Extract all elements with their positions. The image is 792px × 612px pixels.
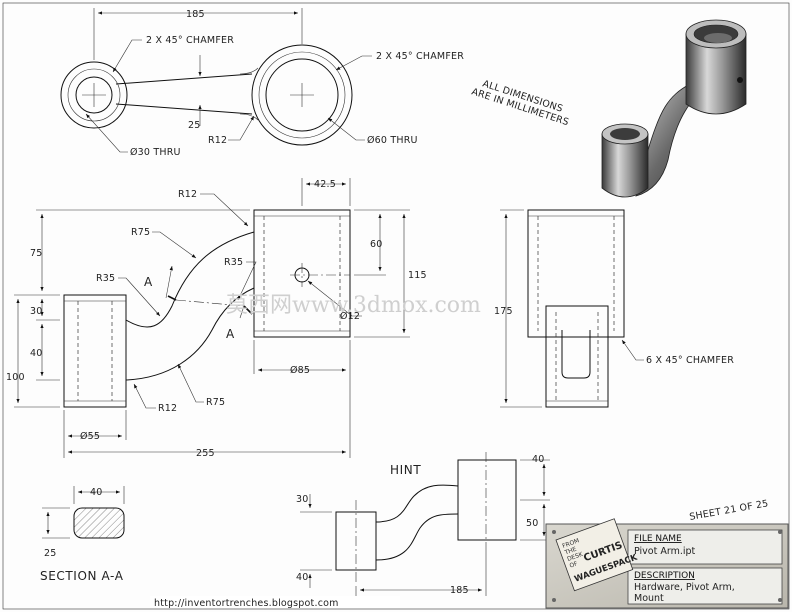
section-label-a-right: A <box>226 327 235 341</box>
large-boss-chamfer <box>258 51 346 139</box>
hint-dim-40-bottom: 40 <box>296 572 309 583</box>
hint-dim-185: 185 <box>450 585 469 596</box>
small-boss-chamfer <box>67 68 121 122</box>
side-view: 175 6 X 45° CHAMFER <box>494 209 734 408</box>
isometric-render <box>601 19 747 198</box>
front-view: A A R12 R75 R35 R35 R12 R75 75 30 40 100 <box>6 178 427 459</box>
sheet-number: SHEET 21 OF 25 <box>689 498 770 523</box>
dim-arm-25: 25 <box>188 120 201 131</box>
fillet-r12-upper: R12 <box>178 189 197 200</box>
hint-dim-30: 30 <box>296 494 309 505</box>
radius-r35-left: R35 <box>96 273 115 284</box>
section-view: 40 25 SECTION A-A <box>40 486 125 583</box>
section-dim-40: 40 <box>90 487 103 498</box>
description-label: DESCRIPTION <box>634 571 695 581</box>
iso-small-cylinder <box>601 133 649 198</box>
dim-30: 30 <box>30 306 43 317</box>
stamp-line4: OF <box>569 560 580 570</box>
hint-arm-upper <box>375 484 459 523</box>
fillet-r12-lower: R12 <box>158 403 177 414</box>
description-panel <box>627 567 783 605</box>
dim-100: 100 <box>6 372 25 383</box>
dim-40: 40 <box>30 348 43 359</box>
radius-r75-lower: R75 <box>206 397 225 408</box>
hint-dim-40-top: 40 <box>532 454 545 465</box>
units-note: ALL DIMENSIONS ARE IN MILLIMETERS <box>470 78 570 128</box>
dim-42-5: 42.5 <box>314 179 336 190</box>
dim-185: 185 <box>186 9 205 20</box>
source-url: http://inventortrenches.blogspot.com <box>154 598 339 609</box>
chamfer-note-right: 2 X 45° CHAMFER <box>376 51 464 62</box>
radius-r35-right: R35 <box>224 257 243 268</box>
chamfer-note-left: 2 X 45° CHAMFER <box>146 35 234 46</box>
small-hole <box>75 76 113 114</box>
dim-55: Ø55 <box>80 431 100 442</box>
section-title: SECTION A-A <box>40 569 124 583</box>
stamp-line2: THE <box>563 546 578 557</box>
section-label-a-left: A <box>144 275 153 289</box>
radius-r75-upper: R75 <box>131 227 150 238</box>
file-name-value: Pivot Arm.ipt <box>634 546 696 557</box>
dim-hole-12: Ø12 <box>340 311 360 322</box>
small-boss-outer <box>60 61 128 129</box>
large-boss-outer <box>251 44 353 146</box>
dim-75: 75 <box>30 248 43 259</box>
hole-note-large: Ø60 THRU <box>367 135 418 146</box>
top-view: 185 2 X 45° CHAMFER 2 X 45° CHAMFER 25 R… <box>60 8 464 158</box>
description-value-line2: Mount <box>634 593 664 604</box>
dim-60: 60 <box>370 239 383 250</box>
dim-85: Ø85 <box>290 365 310 376</box>
author-stamp: FROM THE DESK OF CURTIS WAGUESPACK <box>555 518 639 592</box>
fillet-r12-top: R12 <box>208 135 227 146</box>
front-large-cylinder <box>253 209 351 338</box>
section-profile <box>73 507 125 539</box>
chamfer-note-side: 6 X 45° CHAMFER <box>646 355 734 366</box>
arm-curve-lower <box>125 287 255 381</box>
title-block: FROM THE DESK OF CURTIS WAGUESPACK FILE … <box>545 518 789 609</box>
arm-curve-upper <box>125 231 255 328</box>
hint-large-block <box>457 459 517 541</box>
dim-115: 115 <box>408 270 427 281</box>
top-view-arm <box>115 73 253 115</box>
iso-large-cylinder <box>685 33 747 115</box>
hint-dim-50: 50 <box>526 518 539 529</box>
side-large-cylinder <box>527 209 625 338</box>
dim-175: 175 <box>494 306 513 317</box>
description-value-line1: Hardware, Pivot Arm, <box>634 582 735 593</box>
side-small-cylinder <box>545 305 609 408</box>
file-name-panel <box>627 529 783 565</box>
section-dim-25: 25 <box>44 548 57 559</box>
hint-small-block <box>335 511 377 571</box>
front-small-cylinder <box>63 294 127 408</box>
watermark: 莫西网www.3dmox.com <box>226 293 481 318</box>
large-hole <box>265 58 339 132</box>
hole-note-small: Ø30 THRU <box>130 147 181 158</box>
hint-arm-lower <box>375 513 459 561</box>
hint-view: HINT 40 50 30 40 185 <box>296 452 550 596</box>
hint-label: HINT <box>390 463 421 477</box>
dim-255: 255 <box>196 448 215 459</box>
file-name-label: FILE NAME <box>634 534 682 544</box>
